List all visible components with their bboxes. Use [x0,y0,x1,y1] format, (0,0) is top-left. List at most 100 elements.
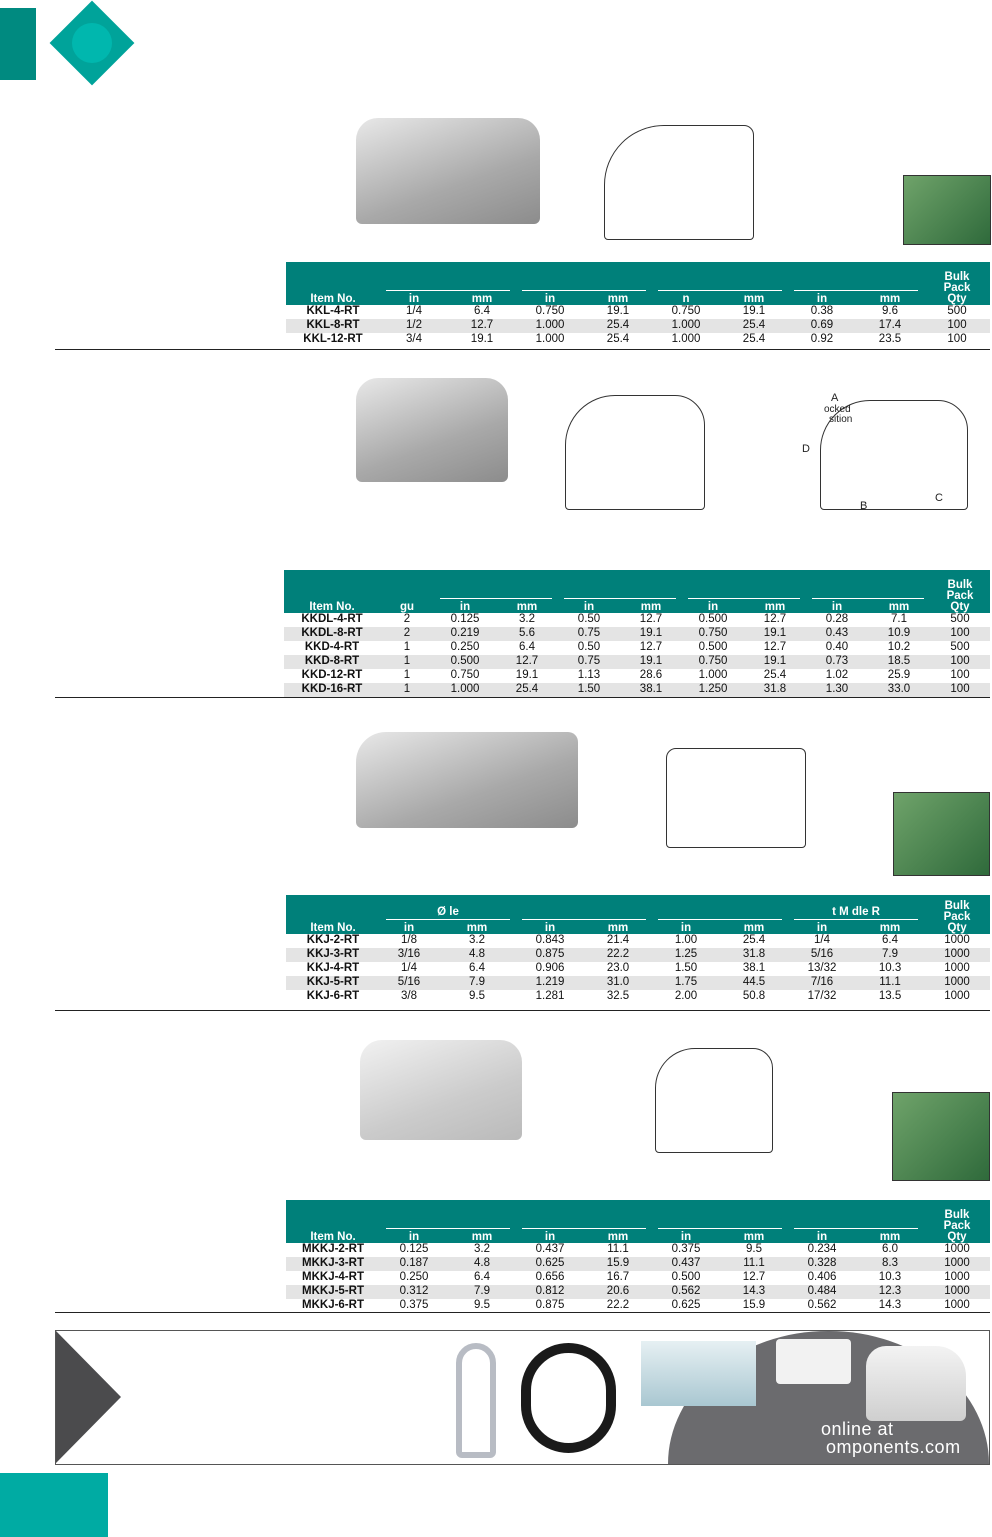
col-header-unit: mm [720,1229,788,1243]
banner-text-line2[interactable]: omponents.com [826,1437,961,1457]
table-cell: 1 [380,655,434,669]
table-cell: 12.7 [742,1271,766,1284]
table-cell: 0.437 [535,1243,565,1256]
table-cell: 10.3 [878,1271,902,1284]
table-cell: 1 [380,683,434,697]
table-cell: 2 [403,613,411,626]
table-cell: 0.69 [788,319,856,333]
table-cell: 0.875 [516,948,585,962]
table-cell: 12.7 [639,613,663,626]
table-cell: 1.219 [516,976,585,990]
col-group-header [380,262,516,291]
table-cell: 0.500 [698,641,728,654]
product-photo-clip [866,1346,966,1421]
table-cell: 12.7 [496,655,558,669]
col-header-unit: mm [584,291,652,305]
table-cell: 20.6 [584,1285,652,1299]
table-cell: 9.6 [882,305,898,318]
col-header-unit: mm [438,920,517,934]
table-cell: 6.4 [474,305,490,318]
table-cell: 25.4 [763,669,787,682]
table-cell: 3.2 [474,1243,490,1256]
table-cell: 1.000 [516,319,584,333]
table-cell: 0.500 [434,655,496,669]
item-number-cell: KKJ-6-RT [306,990,360,1003]
table-cell: 9.5 [474,1299,490,1312]
table-cell: 1.000 [652,319,720,333]
col-group-label [440,585,552,599]
col-group-header [682,570,806,599]
col-header-item: Item No. [286,895,380,934]
table-cell: 1.50 [558,683,620,697]
col-header-unit: in [380,1229,448,1243]
item-number-cell: KKD-16-RT [284,683,380,697]
col-header-unit: mm [856,920,925,934]
col-group-label [386,1215,510,1229]
table-cell: 11.1 [720,1257,788,1271]
item-number-cell: KKJ-5-RT [286,976,380,990]
table-cell: 6.4 [469,962,485,975]
table-cell: 0.219 [434,627,496,641]
col-group-header [516,895,653,920]
table-cell: 0.875 [535,1299,565,1312]
table-cell: 38.1 [742,962,766,975]
col-header-unit: mm [720,920,789,934]
table-cell: 0.250 [399,1271,429,1284]
item-number-cell: MKKJ-5-RT [286,1285,380,1299]
table-cell: 17/32 [807,990,837,1003]
table-cell: 25.4 [584,319,652,333]
table-cell: 500 [950,641,970,654]
table-cell: 17.4 [856,319,924,333]
col-header-unit: in [788,291,856,305]
table-cell: 22.2 [584,948,653,962]
table-cell: 5.6 [496,627,558,641]
table-cell: 1.000 [434,683,496,697]
banner-text-line1: online at [821,1419,894,1439]
table-cell: 0.43 [806,627,868,641]
col-header-bulk-qty: Bulk Pack Qty [924,1200,990,1243]
table-cell: 7.9 [438,976,517,990]
col-group-label [794,277,918,291]
table-cell: 1.000 [698,669,728,682]
table-cell: 5/16 [380,976,438,990]
table-cell: 100 [924,319,990,333]
table-cell: 0.625 [516,1257,584,1271]
table-cell: 1.75 [652,976,721,990]
table-cell: 25.4 [496,683,558,697]
table-cell: 33.0 [868,683,930,697]
item-number-cell: KKL-8-RT [286,319,380,333]
col-header-unit: n [652,291,720,305]
table-cell: 14.3 [720,1285,788,1299]
product-photo-kkl [356,118,540,224]
table-cell: 0.656 [535,1271,565,1284]
col-header-unit: mm [584,1229,652,1243]
table-cell: 1.281 [535,990,565,1003]
table-cell: 19.1 [620,627,682,641]
col-header-unit: mm [856,291,924,305]
col-header-unit: in [516,291,584,305]
table-cell: 25.4 [606,333,630,346]
table-cell: 1/4 [406,305,422,318]
product-photo-tie-mount [776,1339,851,1384]
col-header-unit: mm [744,599,806,613]
table-cell: 0.500 [671,1271,701,1284]
table-cell: 23.0 [606,962,630,975]
table-cell: 0.500 [698,613,728,626]
promo-banner[interactable]: online at omponents.com [55,1330,990,1465]
table-cell: 22.2 [606,1299,630,1312]
col-header-unit: in [380,920,438,934]
table-cell: 0.75 [558,627,620,641]
table-cell: 0.375 [399,1299,429,1312]
table-cell: 3.2 [469,934,485,947]
application-thumb-kkj [893,792,990,876]
table-cell: 15.9 [742,1299,766,1312]
item-number-cell: KKL-12-RT [303,333,363,346]
table-cell: 19.1 [470,333,494,346]
table-cell: 31.8 [720,948,789,962]
product-photo-kkd [356,378,508,482]
